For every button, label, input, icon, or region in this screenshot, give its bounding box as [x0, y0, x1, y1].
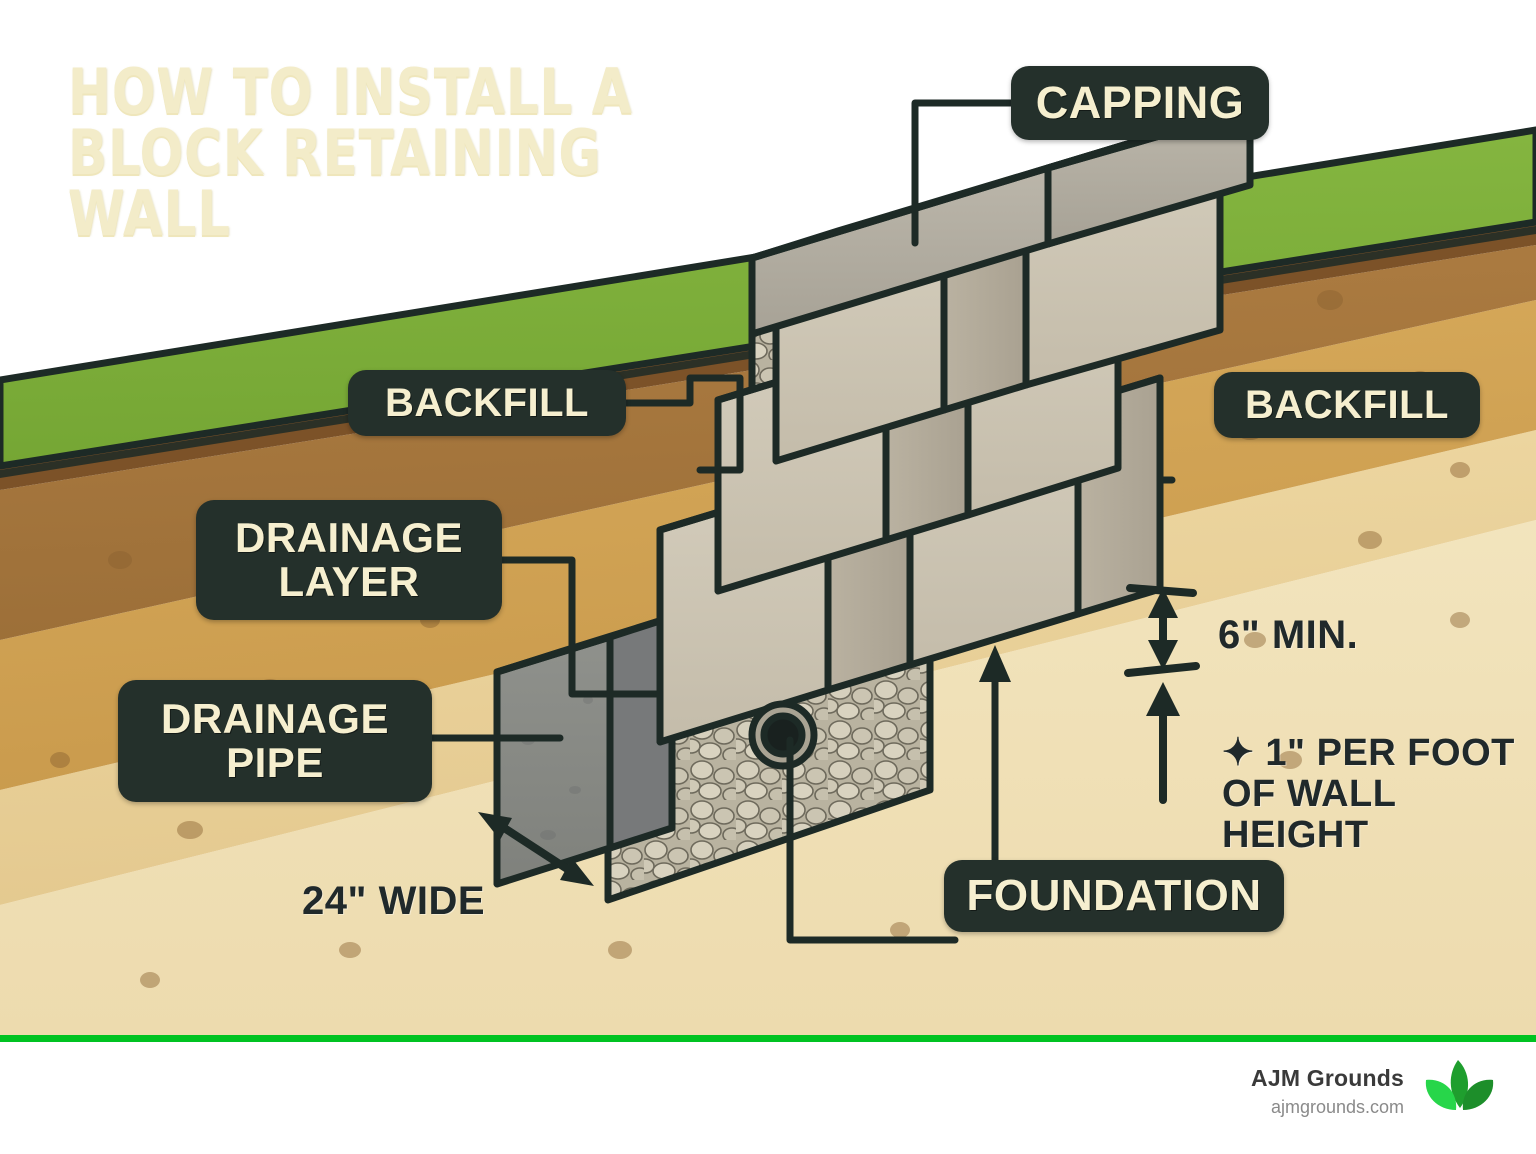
leader-drainage-layer — [496, 556, 664, 698]
footer: AJM Grounds ajmgrounds.com — [0, 1042, 1536, 1154]
illustration-scene: HOW TO INSTALL A BLOCK RETAINING WALL CA… — [0, 60, 1536, 1035]
dimension-width-label: 24" WIDE — [302, 879, 486, 923]
arrowhead-setback-up — [1146, 682, 1180, 716]
label-backfill-left[interactable]: BACKFILL — [348, 370, 626, 436]
label-backfill-right[interactable]: BACKFILL — [1214, 372, 1480, 438]
label-drainage-layer[interactable]: DRAINAGE LAYER — [196, 500, 502, 620]
label-backfill-right-text: BACKFILL — [1245, 382, 1449, 427]
dimension-setback-text: ✦ 1" PER FOOT OF WALL HEIGHT — [1222, 732, 1515, 857]
label-drainage-pipe-text: DRAINAGE PIPE — [160, 694, 389, 786]
label-capping[interactable]: CAPPING — [1011, 66, 1269, 140]
leader-foundation-elbow — [786, 736, 959, 944]
dimension-arrow-width — [491, 818, 582, 880]
arrowhead-min-down — [1148, 640, 1178, 670]
dimension-min-depth-label: 6" MIN. — [1218, 613, 1359, 657]
dimension-setback-label: ✦ 1" PER FOOT OF WALL HEIGHT — [1222, 692, 1515, 856]
label-drainage-layer-text: DRAINAGE LAYER — [234, 513, 463, 605]
brand-block: AJM Grounds ajmgrounds.com — [1251, 1058, 1498, 1124]
leader-capping — [911, 99, 1019, 247]
annotation-lines-layer — [426, 99, 1200, 944]
arrowhead-width-right — [560, 858, 594, 886]
label-foundation-text: FOUNDATION — [966, 870, 1262, 920]
label-backfill-left-text: BACKFILL — [385, 380, 589, 425]
label-drainage-pipe[interactable]: DRAINAGE PIPE — [118, 680, 432, 802]
brand-name: AJM Grounds — [1251, 1064, 1404, 1091]
retaining-wall-assembly — [493, 106, 1254, 904]
arrowhead-foundation-up — [979, 645, 1011, 682]
brand-text: AJM Grounds ajmgrounds.com — [1251, 1065, 1404, 1118]
arrowhead-min-up — [1148, 588, 1178, 618]
label-capping-text: CAPPING — [1035, 77, 1245, 129]
leaf-icon — [1425, 1060, 1494, 1110]
accent-divider — [0, 1035, 1536, 1042]
arrowhead-width-left — [478, 812, 512, 840]
dimension-width-text: 24" WIDE — [302, 879, 486, 923]
leader-backfill-left — [618, 374, 744, 474]
brand-url[interactable]: ajmgrounds.com — [1270, 1096, 1404, 1117]
dimension-min-depth-text: 6" MIN. — [1218, 613, 1359, 657]
label-foundation[interactable]: FOUNDATION — [944, 860, 1284, 932]
